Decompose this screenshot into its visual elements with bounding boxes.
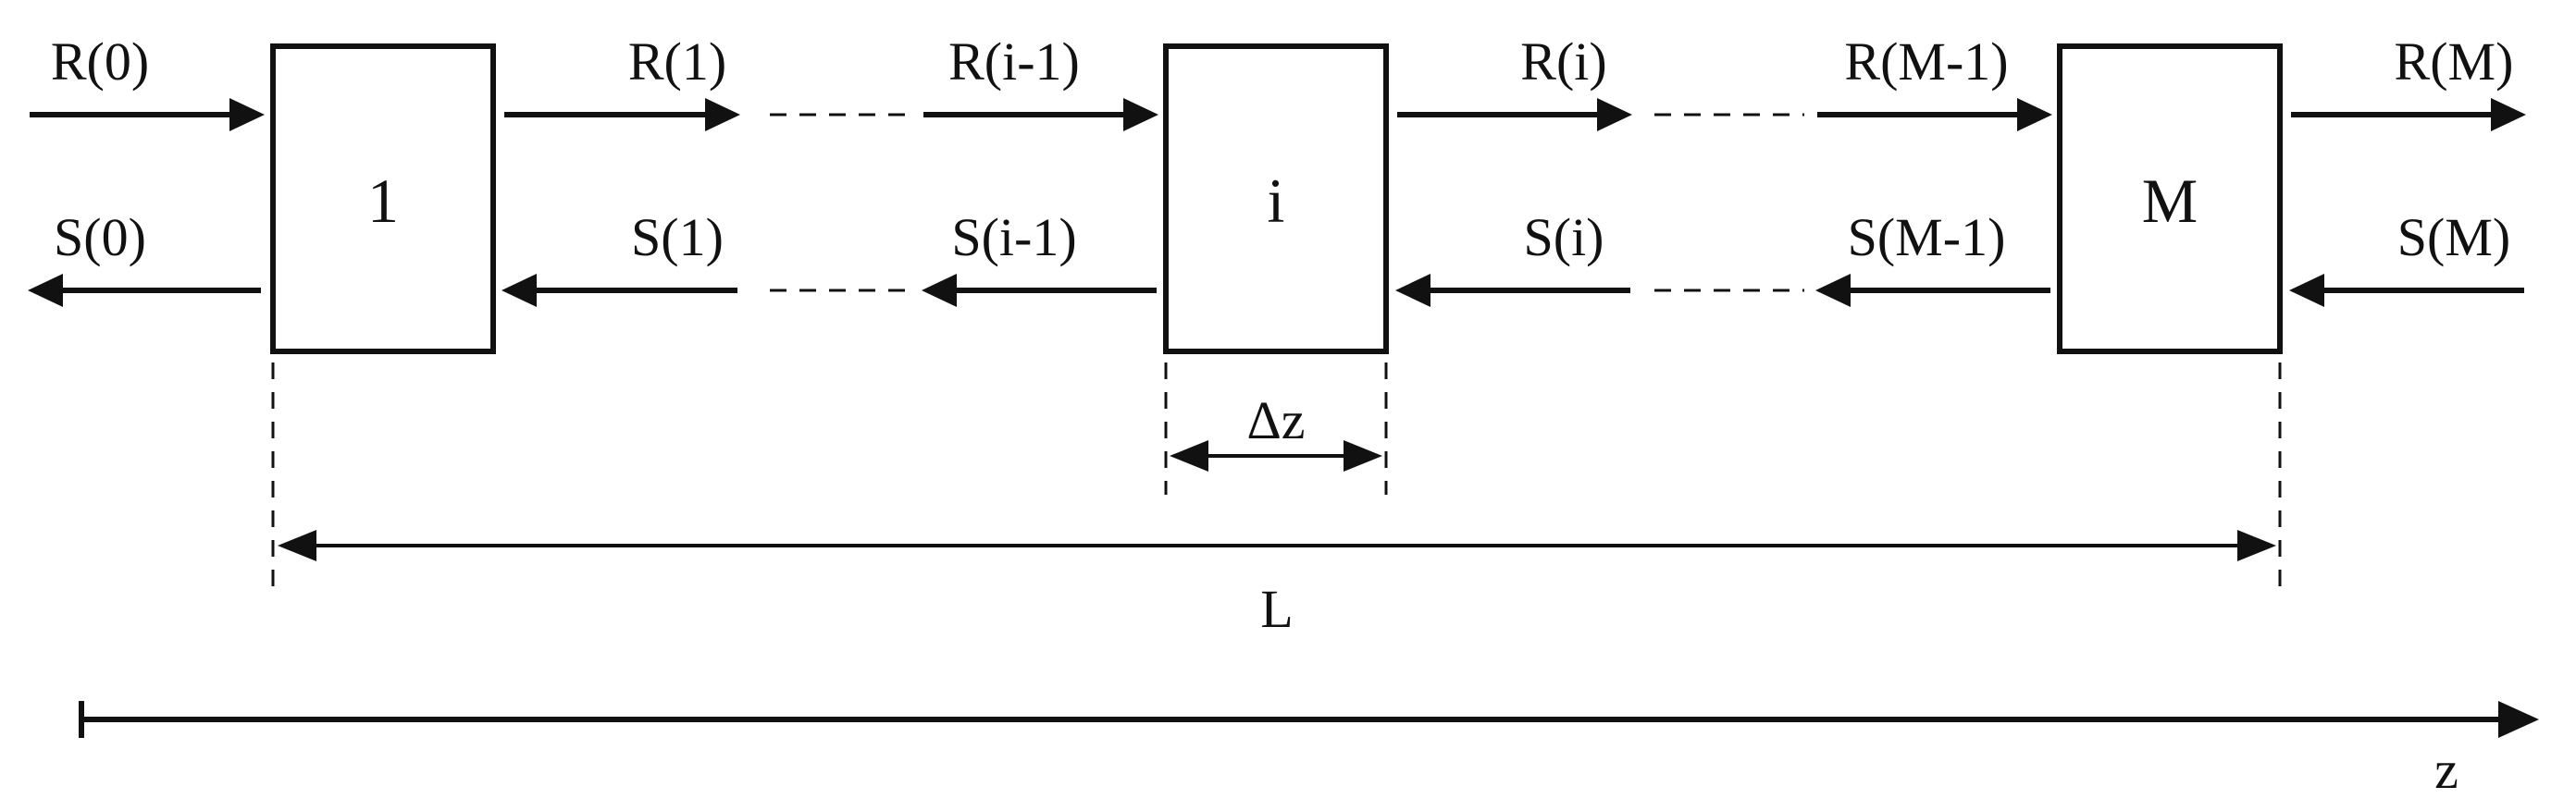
block-1-box [270, 43, 496, 354]
forward-arrow-RM-1 [1817, 98, 2052, 131]
block-i-label: i [1268, 166, 1285, 236]
signal-label-R1: R(1) [628, 31, 726, 92]
signal-label-Si-1: S(i-1) [951, 207, 1076, 267]
signal-label-Si: S(i) [1524, 207, 1604, 267]
block-1-label: 1 [367, 166, 399, 236]
backward-arrow-SM-1 [1815, 274, 2050, 307]
z-axis [79, 701, 2539, 738]
signal-label-R0: R(0) [51, 31, 149, 92]
signal-label-S1: S(1) [631, 207, 724, 267]
backward-arrow-Si [1395, 274, 1630, 307]
signal-label-SM: S(M) [2397, 207, 2510, 267]
forward-arrow-RM [2291, 98, 2526, 131]
forward-arrow-Ri-1 [923, 98, 1158, 131]
forward-arrow-R1 [504, 98, 740, 131]
block-M-label: M [2142, 166, 2198, 236]
segment-length-dimension [1170, 440, 1382, 472]
signal-label-SM-1: S(M-1) [1848, 207, 2006, 267]
segment-length-label: Δz [1246, 390, 1305, 450]
backward-arrow-S0 [28, 274, 261, 307]
backward-arrow-Si-1 [922, 274, 1157, 307]
backward-arrow-S1 [502, 274, 737, 307]
signal-label-RM-1: R(M-1) [1844, 31, 2008, 92]
block-i-box [1163, 43, 1389, 354]
signal-label-RM: R(M) [2395, 31, 2514, 92]
z-axis-label: z [2434, 740, 2458, 800]
forward-arrow-Ri [1397, 98, 1632, 131]
signal-label-S0: S(0) [54, 207, 146, 267]
signal-label-Ri: R(i) [1520, 31, 1606, 92]
signal-label-Ri-1: R(i-1) [948, 31, 1080, 92]
backward-arrow-SM [2289, 274, 2524, 307]
total-length-dimension [278, 530, 2276, 561]
block-M-box [2057, 43, 2283, 354]
total-length-label: L [1260, 579, 1293, 639]
forward-arrow-R0 [30, 98, 265, 131]
